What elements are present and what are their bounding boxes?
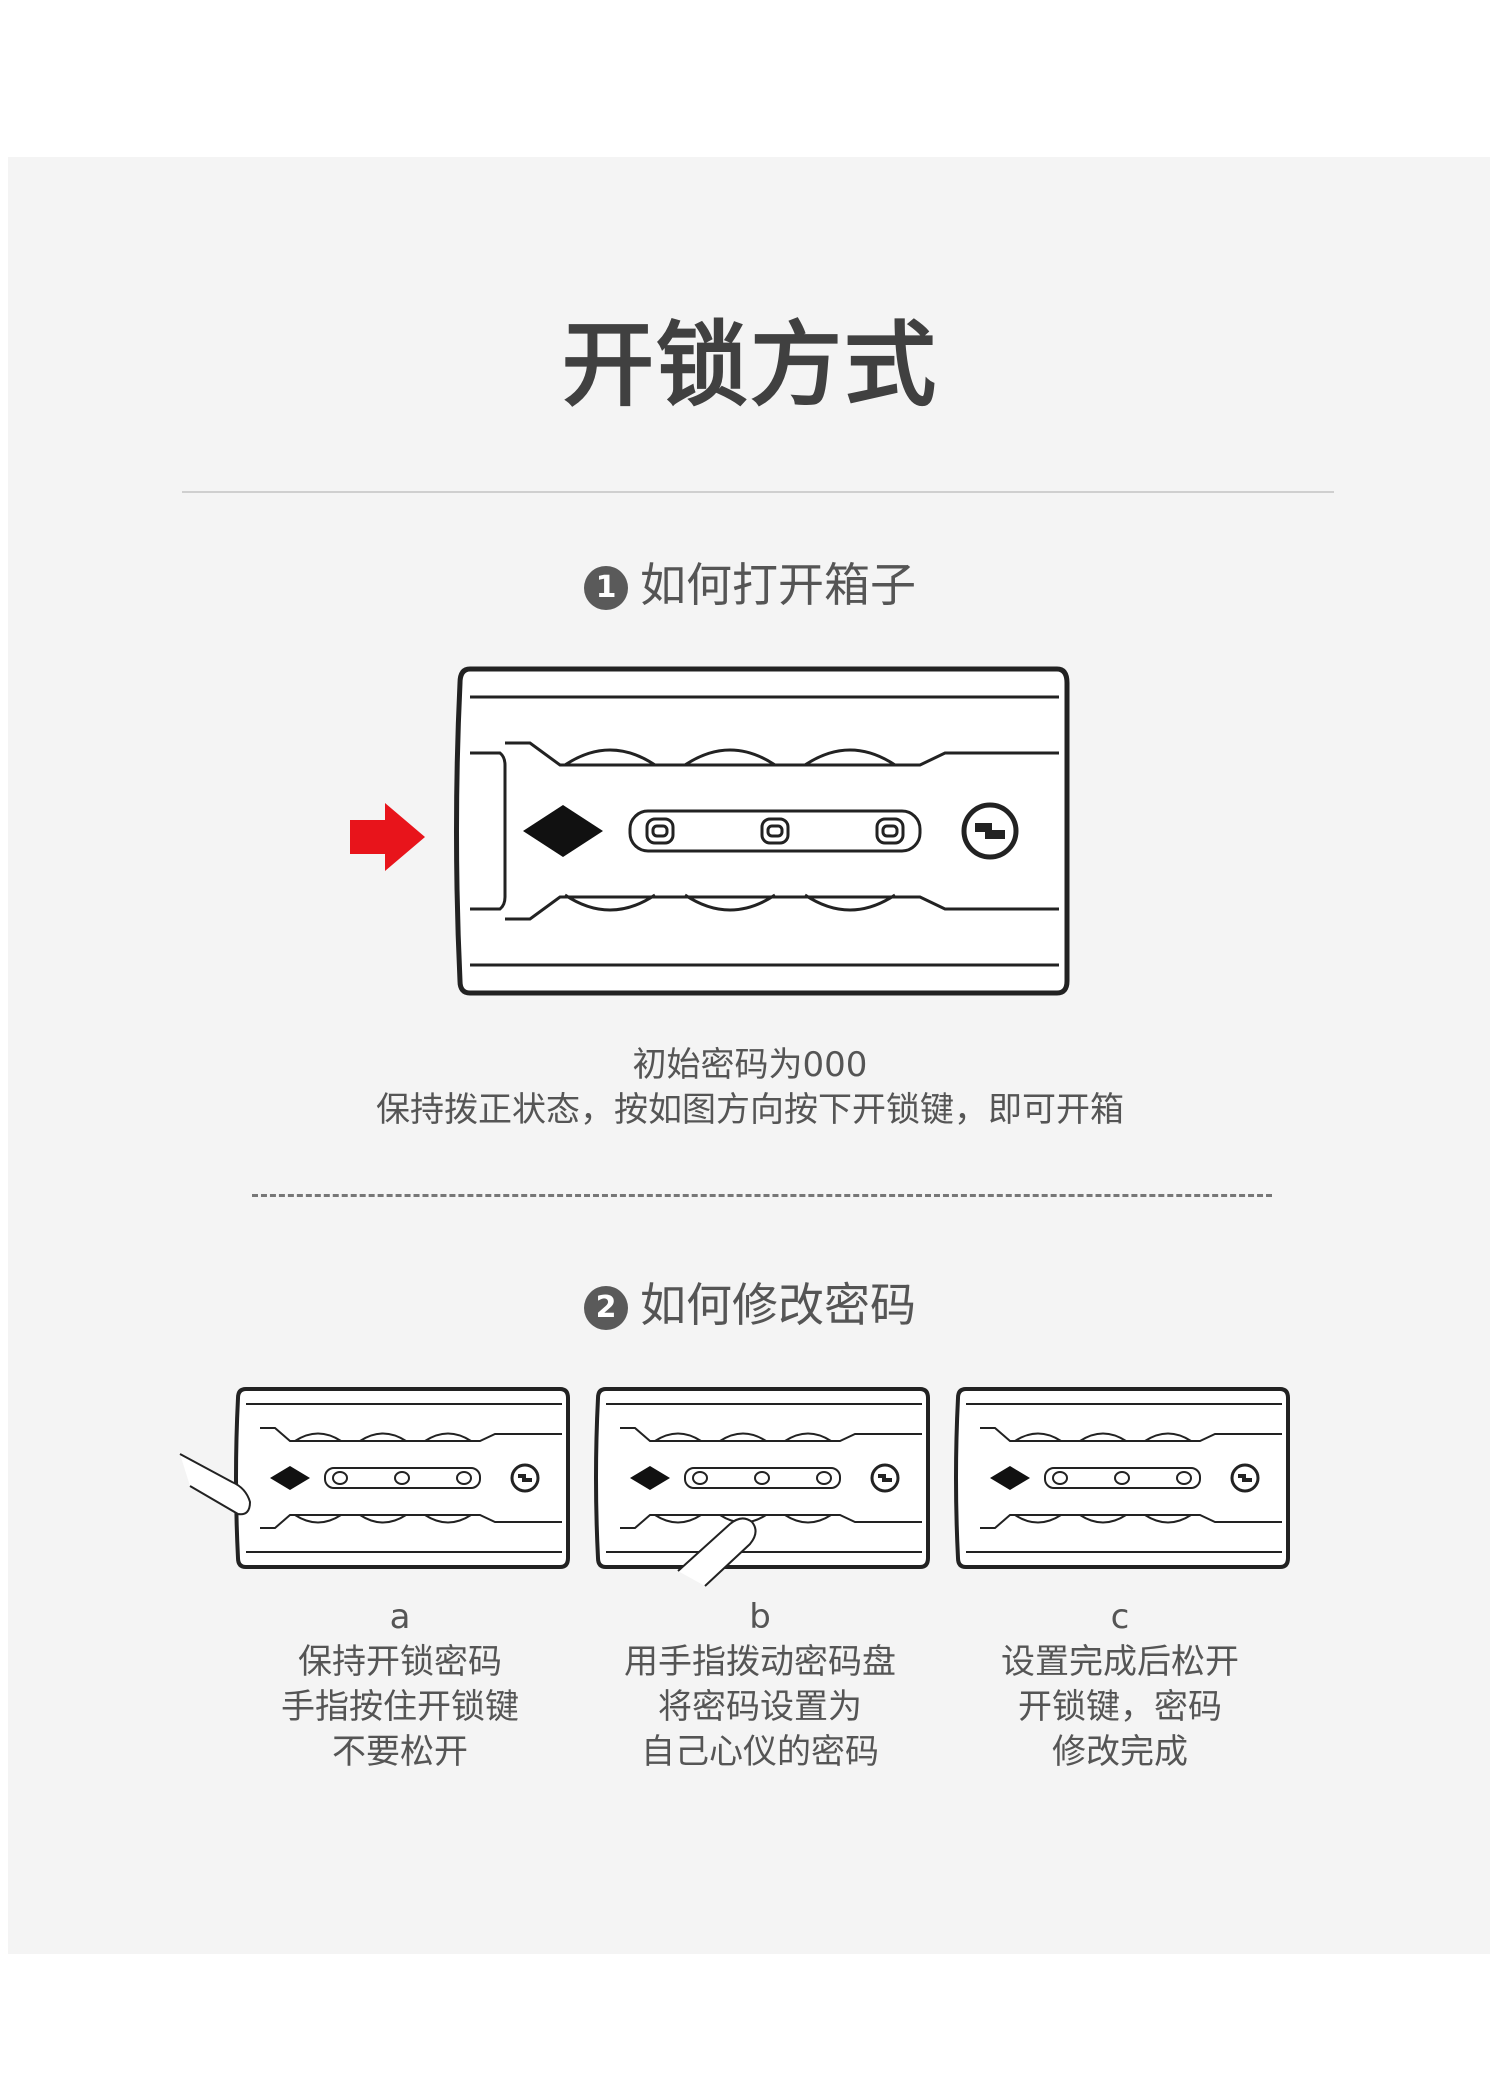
arrow-right-icon [350,803,425,871]
step-a-line2: 手指按住开锁键 [281,1687,519,1727]
step-a-line3: 不要松开 [332,1732,468,1772]
step-c-letter: c [1110,1597,1130,1637]
finger-icon [179,1453,252,1516]
step-a-letter: a [389,1597,411,1637]
lock-illustration-a [179,1387,570,1569]
number-badge-2: 2 [584,1286,628,1330]
section-divider [252,1194,1272,1197]
step-b-letter: b [749,1597,771,1637]
lock-illustration-b [594,1387,930,1587]
step-c-line1: 设置完成后松开 [1001,1642,1239,1682]
step-a-line1: 保持开锁密码 [298,1642,502,1682]
page-title: 开锁方式 [561,312,938,419]
section1-desc-line1: 初始密码为000 [632,1045,868,1085]
step-b-line1: 用手指拨动密码盘 [624,1642,896,1682]
number-badge-1: 1 [584,566,628,610]
content-panel [8,157,1490,1954]
lock-illustration-large [350,666,1070,996]
tsa-icon [961,802,1019,860]
step-c-line3: 修改完成 [1052,1732,1188,1772]
title-divider [182,491,1334,493]
step-b-line3: 自己心仪的密码 [641,1732,879,1772]
step-a-caption: a 保持开锁密码 手指按住开锁键 不要松开 [235,1595,565,1775]
step-c-caption: c 设置完成后松开 开锁键，密码 修改完成 [955,1595,1285,1775]
section2-heading-text: 如何修改密码 [640,1278,916,1332]
section1-heading-text: 如何打开箱子 [640,558,916,612]
step-b-caption: b 用手指拨动密码盘 将密码设置为 自己心仪的密码 [595,1595,925,1775]
finger-icon [677,1517,757,1587]
diamond-icon [523,805,603,857]
step-c-line2: 开锁键，密码 [1018,1687,1222,1727]
step-b-line2: 将密码设置为 [658,1687,862,1727]
section1-desc-line2: 保持拨正状态，按如图方向按下开锁键，即可开箱 [376,1090,1124,1130]
lock-illustration-c [954,1387,1290,1569]
